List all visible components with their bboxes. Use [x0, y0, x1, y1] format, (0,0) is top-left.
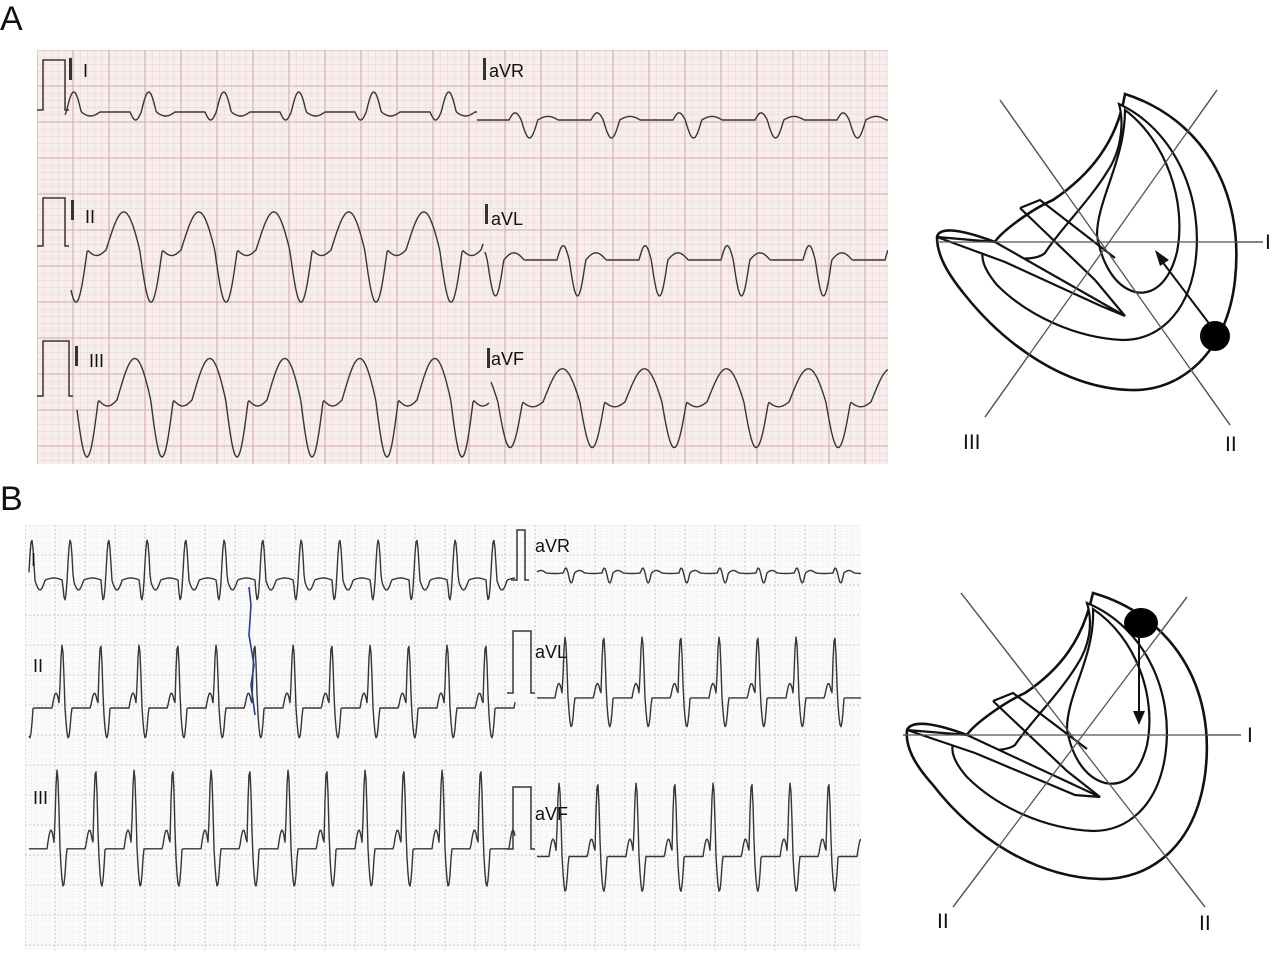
- lead-label-a-III: III: [89, 351, 105, 371]
- ecg-paper: [37, 50, 888, 464]
- panel-a-letter: A: [0, 0, 23, 38]
- calibration-pulse-b-aVR: [511, 529, 529, 581]
- axis-label-a-II: II: [1225, 433, 1237, 456]
- trace-a-aVL: [484, 244, 888, 297]
- ecg-major-grid: [37, 50, 888, 464]
- panel-b-letter: B: [0, 480, 23, 518]
- trace-a-aVF: [490, 368, 888, 449]
- trace-b-aVR: [536, 567, 861, 584]
- trace-a-III: [76, 357, 490, 458]
- lead-label-b-aVL: aVL: [535, 642, 568, 662]
- ecg-paper: [25, 525, 861, 950]
- lead-label-a-II: II: [85, 207, 96, 227]
- heart-diagram-a: [935, 89, 1263, 426]
- trace-a-I: [64, 91, 477, 121]
- lead-label-a-aVR: aVR: [489, 61, 525, 81]
- lead-label-b-III: III: [33, 788, 49, 808]
- axis-label-a-III: III: [963, 431, 981, 454]
- origin-dot-a: [1200, 321, 1230, 351]
- heart-diagram-b: [903, 591, 1241, 908]
- trace-a-aVR: [477, 112, 888, 139]
- axis-label-a-I: I: [1265, 231, 1271, 254]
- trace-b-I: [28, 539, 516, 601]
- trace-b-aVF: [537, 782, 861, 892]
- calibration-pulse-a-I: [37, 59, 69, 111]
- calibration-pulse-b-aVF: [507, 786, 535, 850]
- lead-marker-a-aVF: [487, 348, 490, 368]
- axis-label-b-II-left: II: [937, 910, 949, 933]
- vector-arrowhead-b: [1133, 711, 1145, 725]
- ecg-strip-a: I aVR II aVL III aVF: [37, 50, 888, 464]
- trace-a-II: [70, 211, 484, 303]
- lead-marker-a-III: [75, 346, 78, 366]
- ecg-minor-grid: [25, 525, 861, 950]
- trace-b-II: [28, 644, 516, 739]
- vector-arrowhead-a: [1155, 250, 1169, 266]
- lead-label-a-aVF: aVF: [491, 349, 525, 369]
- lead-marker-a-II: [71, 200, 74, 220]
- lead-label-b-I: I: [31, 550, 37, 570]
- calibration-pulse-a-III: [37, 340, 73, 397]
- lead-label-a-aVL: aVL: [491, 209, 524, 229]
- heart-axis-diagram-b: I II II: [895, 585, 1279, 950]
- origin-dot-b: [1124, 608, 1158, 638]
- calibration-pulse-b-aVL: [507, 630, 535, 694]
- axis-label-b-II-right: II: [1199, 912, 1211, 935]
- lead-marker-a-aVR: [483, 58, 486, 80]
- lead-marker-a-I: [69, 58, 72, 80]
- lead-label-a-I: I: [83, 61, 89, 81]
- lead-label-b-aVF: aVF: [535, 804, 569, 824]
- axis-label-b-I: I: [1247, 724, 1253, 747]
- trace-b-II-cont: [537, 636, 861, 728]
- lead-marker-a-aVL: [485, 204, 488, 224]
- ecg-grid-b: [25, 525, 861, 950]
- ecg-strip-b: I aVR II aVL III aVF: [25, 525, 861, 950]
- lead-label-b-aVR: aVR: [535, 536, 571, 556]
- calibration-pulse-a-II: [37, 197, 69, 247]
- lead-label-b-II: II: [33, 656, 44, 676]
- trace-b-III: [29, 769, 516, 887]
- ink-artifact: [248, 586, 256, 716]
- ecg-grid-a: [37, 50, 888, 464]
- heart-axis-diagram-a: I III II: [925, 70, 1279, 470]
